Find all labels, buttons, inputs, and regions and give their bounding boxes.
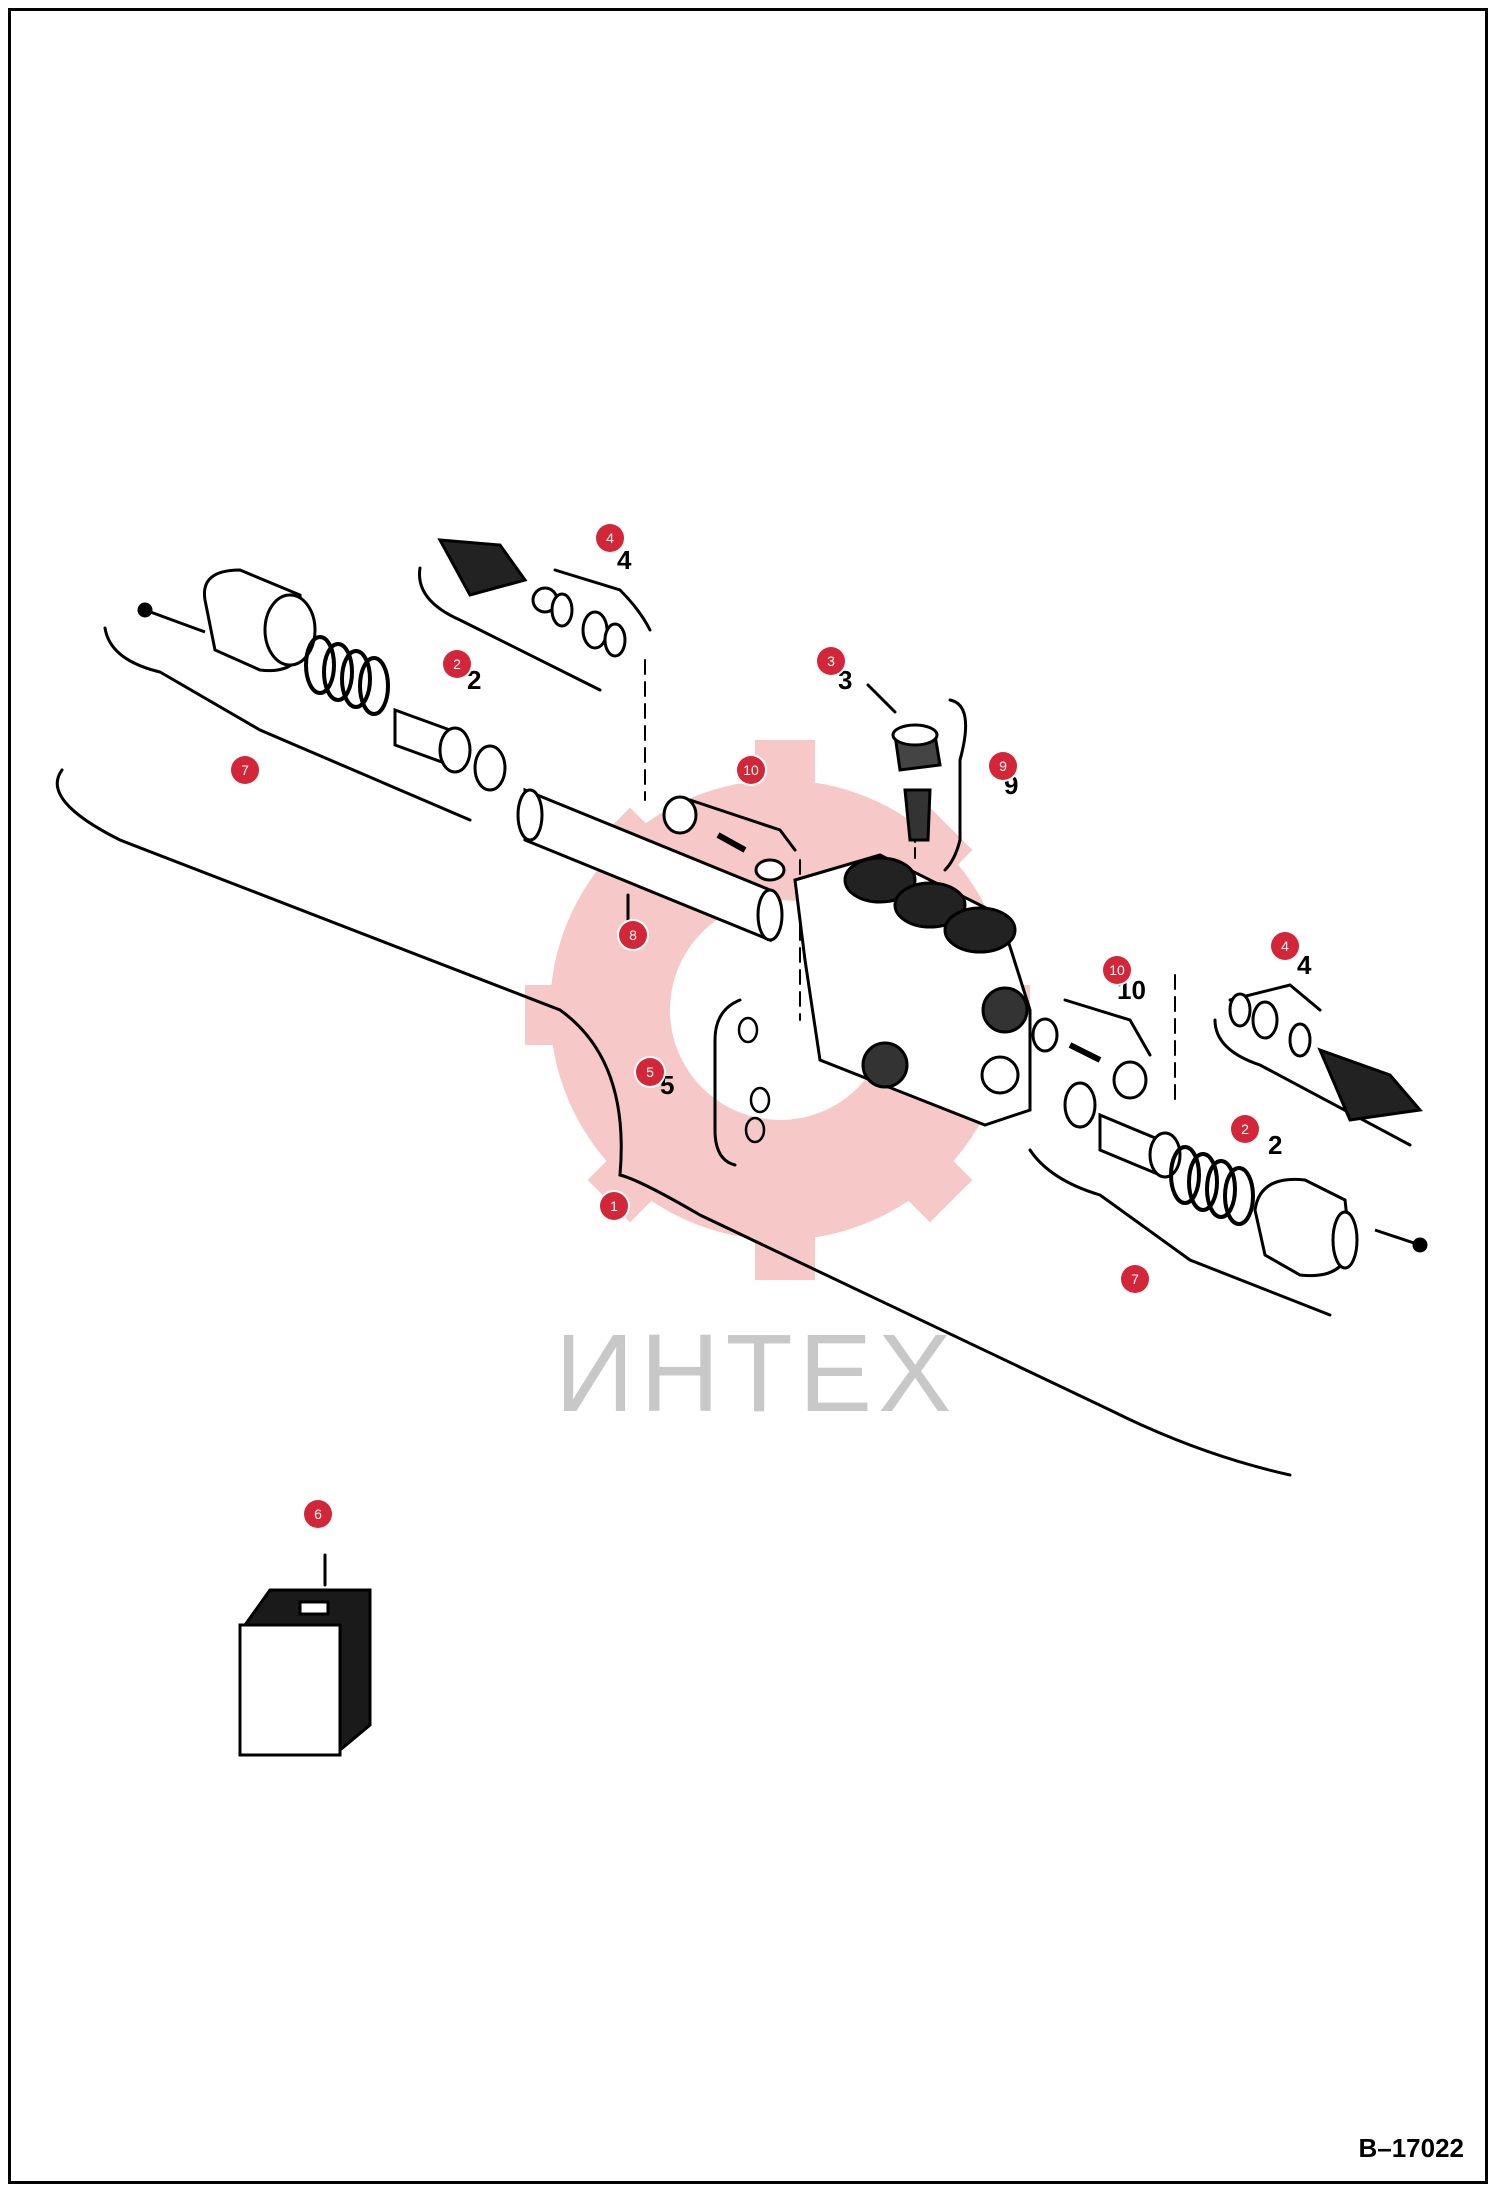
callout-1[interactable]: 1 bbox=[600, 1192, 628, 1220]
retainer-right bbox=[1063, 1081, 1182, 1179]
check-valve-left bbox=[662, 795, 786, 882]
bracket-10-left bbox=[688, 798, 797, 852]
bracket-2-right bbox=[1213, 1018, 1412, 1147]
check-valve-right bbox=[1031, 1017, 1148, 1100]
spring-right bbox=[1169, 1145, 1255, 1226]
seal-kit-box bbox=[238, 1588, 372, 1757]
bracket-1 bbox=[55, 768, 1292, 1477]
callout-7-left[interactable]: 7 bbox=[231, 756, 259, 784]
spring-left bbox=[304, 635, 390, 716]
o-rings-5 bbox=[737, 1016, 771, 1144]
spool-8 bbox=[516, 787, 784, 943]
callout-8[interactable]: 8 bbox=[619, 921, 647, 949]
callout-2-left[interactable]: 2 bbox=[443, 650, 471, 678]
plug-3 bbox=[891, 723, 942, 772]
leader-3 bbox=[866, 683, 897, 714]
check-9 bbox=[903, 788, 932, 842]
bracket-10-right bbox=[1063, 998, 1152, 1057]
ref-label-2-right: 2 bbox=[1268, 1130, 1283, 1160]
end-cap-left bbox=[137, 568, 317, 673]
callout-7-right[interactable]: 7 bbox=[1121, 1265, 1149, 1293]
retainer-left bbox=[393, 707, 507, 792]
bracket-5 bbox=[713, 998, 742, 1167]
callout-9[interactable]: 9 bbox=[989, 752, 1017, 780]
bracket-9 bbox=[943, 698, 968, 872]
ref-label-5: 5 bbox=[660, 1070, 675, 1100]
ref-label-4-left: 4 bbox=[617, 545, 632, 575]
callout-10-right[interactable]: 10 bbox=[1103, 956, 1131, 984]
callout-3[interactable]: 3 bbox=[817, 647, 845, 675]
ref-label-3: 3 bbox=[838, 665, 853, 695]
bracket-2-left bbox=[418, 566, 602, 692]
relief-valve-right bbox=[1228, 992, 1423, 1122]
bracket-4-right bbox=[1228, 983, 1322, 1012]
callout-4-left[interactable]: 4 bbox=[596, 524, 624, 552]
valve-body bbox=[793, 853, 1032, 1127]
diagram-frame bbox=[8, 8, 1488, 2184]
callout-5[interactable]: 5 bbox=[636, 1058, 664, 1086]
callout-10-left[interactable]: 10 bbox=[737, 756, 765, 784]
figure-id: B–17022 bbox=[1358, 2133, 1464, 2163]
callout-6[interactable]: 6 bbox=[304, 1500, 332, 1528]
ref-label-4-right: 4 bbox=[1297, 950, 1312, 980]
bracket-4-left bbox=[553, 568, 652, 632]
callout-4-right[interactable]: 4 bbox=[1271, 932, 1299, 960]
bracket-7-right bbox=[1028, 1148, 1332, 1317]
watermark-text: ИНТЕХ bbox=[555, 1312, 958, 1435]
relief-valve-left bbox=[437, 538, 627, 658]
bracket-7-left bbox=[103, 626, 472, 822]
callout-2-right[interactable]: 2 bbox=[1231, 1115, 1259, 1143]
end-cap-right bbox=[1253, 1177, 1428, 1278]
ref-label-2-left: 2 bbox=[467, 665, 482, 695]
